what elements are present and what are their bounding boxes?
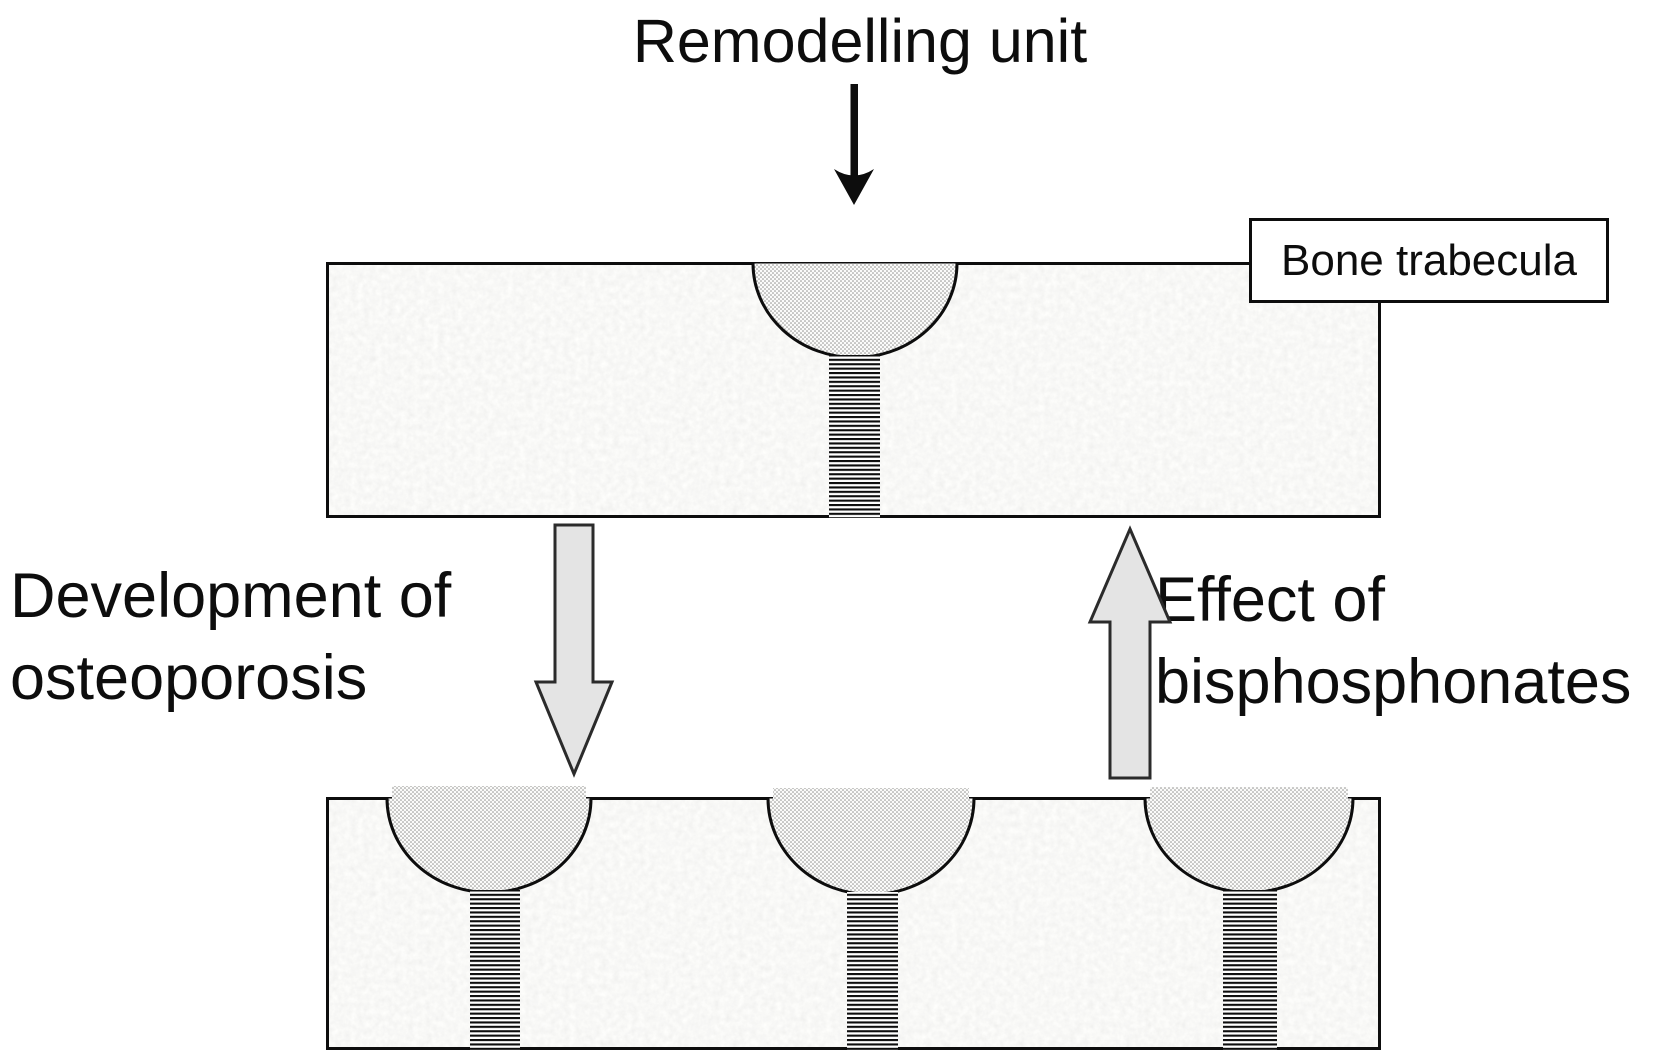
remodelling-column: [470, 890, 520, 1050]
remodelling-column: [829, 355, 880, 518]
resorption-pit-overflow: [392, 786, 586, 801]
remodelling-column: [847, 892, 898, 1050]
caption-effect-of-bisphosphonates: Effect of bisphosphonates: [1155, 559, 1631, 723]
caption-line: osteoporosis: [10, 643, 368, 713]
title-remodelling-unit: Remodelling unit: [632, 7, 1088, 75]
caption-development-of-osteoporosis: Development of osteoporosis: [10, 555, 451, 719]
bisphosphonates-up-arrow-icon: [1087, 525, 1173, 780]
caption-line: Effect of: [1155, 565, 1385, 635]
bone-trabecula-label: Bone trabecula: [1249, 218, 1609, 303]
caption-line: Development of: [10, 561, 452, 631]
bone-trabecula-label-text: Bone trabecula: [1281, 235, 1577, 285]
remodelling-pointer-arrow-icon: [830, 82, 878, 210]
top-bone-trabecula: [326, 262, 1381, 518]
caption-line: bisphosphonates: [1155, 647, 1632, 717]
bottom-bone-trabecula: [326, 786, 1381, 1050]
osteoporosis-down-arrow-icon: [532, 523, 616, 778]
resorption-pit-overflow: [1150, 787, 1348, 801]
resorption-pit-overflow: [773, 788, 969, 801]
remodelling-column: [1223, 890, 1277, 1050]
